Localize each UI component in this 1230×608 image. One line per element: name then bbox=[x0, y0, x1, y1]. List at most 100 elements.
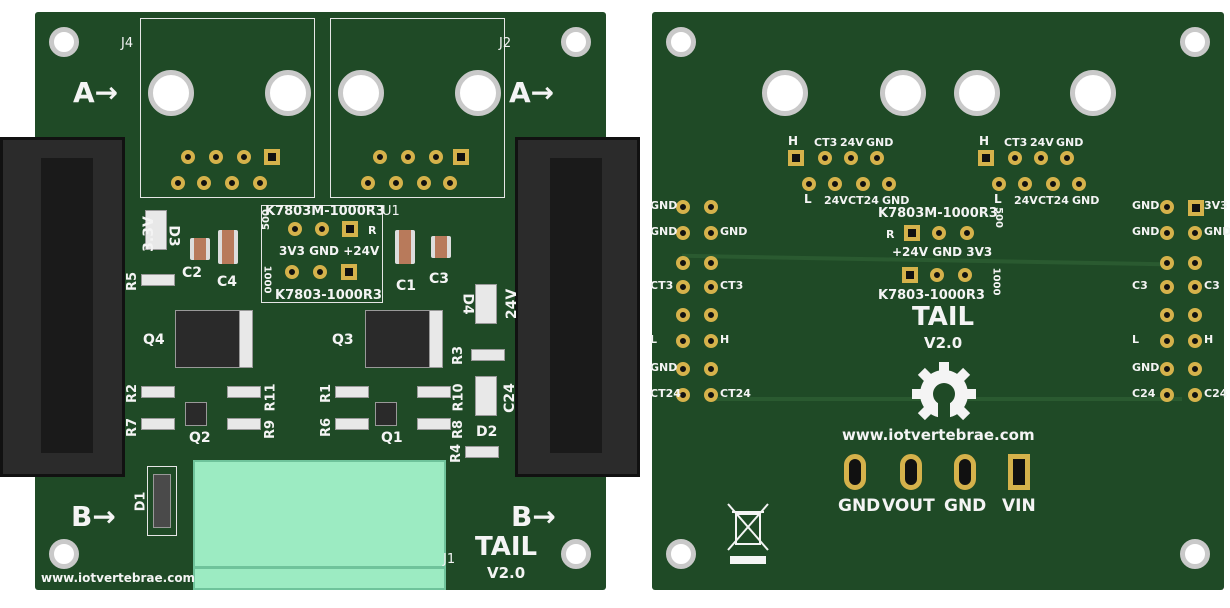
capacitor-c1 bbox=[395, 230, 415, 264]
pad-gnd-1 bbox=[844, 454, 866, 490]
regulator-k7803-label: K7803-1000R3 bbox=[275, 288, 382, 303]
back-regulator-r-label: R bbox=[886, 228, 895, 241]
resistor-r2 bbox=[141, 386, 175, 398]
pad bbox=[373, 150, 387, 164]
pad bbox=[856, 177, 870, 191]
r2-label: R2 bbox=[125, 383, 141, 404]
j1-label: J1 bbox=[443, 552, 456, 567]
header-pin-label: CT24 bbox=[650, 387, 681, 400]
resistor-r5 bbox=[141, 274, 175, 286]
back-board-title: TAIL bbox=[912, 302, 975, 332]
q3-label: Q3 bbox=[332, 332, 354, 348]
connector-hole bbox=[265, 70, 311, 116]
led-c24 bbox=[475, 376, 497, 416]
resistor-r9 bbox=[227, 418, 261, 430]
header-pin-pad bbox=[1188, 280, 1202, 294]
header-pin-pad bbox=[704, 256, 718, 270]
pad bbox=[930, 268, 944, 282]
pad bbox=[1046, 177, 1060, 191]
resistor-r3 bbox=[471, 349, 505, 361]
pad-label-gnd-2: GND bbox=[944, 496, 987, 516]
header-pin-pad bbox=[704, 388, 718, 402]
arrow-a-left: A→ bbox=[73, 76, 119, 109]
header-pin-label: CT3 bbox=[720, 279, 744, 292]
mounting-hole bbox=[1180, 27, 1210, 57]
pad bbox=[1060, 151, 1074, 165]
d3-label: D3 bbox=[165, 225, 182, 247]
capacitor-c3 bbox=[431, 236, 451, 258]
header-pin-pad bbox=[676, 256, 690, 270]
header-pin-label: GND bbox=[1204, 225, 1230, 238]
c2-label: C2 bbox=[182, 265, 203, 281]
bottom-right-label-gnd: GND bbox=[1072, 194, 1100, 207]
pad bbox=[237, 150, 251, 164]
regulator-k7803m-label: K7803M-1000R3 bbox=[265, 204, 385, 219]
mounting-hole bbox=[666, 539, 696, 569]
header-pin-pad bbox=[1188, 334, 1202, 348]
header-pin-pad bbox=[704, 308, 718, 322]
pad bbox=[844, 151, 858, 165]
pad bbox=[978, 150, 994, 166]
open-hardware-logo-icon bbox=[910, 360, 978, 428]
q2-label: Q2 bbox=[189, 430, 211, 446]
website-label: www.iotvertebrae.com bbox=[41, 571, 196, 585]
header-pin-pad bbox=[1160, 308, 1174, 322]
pad bbox=[264, 149, 280, 165]
pad bbox=[253, 176, 267, 190]
pad bbox=[1072, 177, 1086, 191]
bottom-right-label-l: L bbox=[994, 192, 1002, 206]
header-slot bbox=[550, 158, 602, 453]
header-pin-label: GND bbox=[1132, 361, 1160, 374]
v1000-label: 1000 bbox=[261, 265, 273, 294]
header-slot bbox=[41, 158, 93, 453]
connector-hole bbox=[762, 70, 808, 116]
mounting-hole bbox=[666, 27, 696, 57]
d1-label: D1 bbox=[133, 491, 149, 512]
c3-label: C3 bbox=[429, 271, 450, 287]
top-right-label-24v: 24V bbox=[1030, 136, 1054, 149]
pad-label-vout: VOUT bbox=[882, 496, 935, 516]
led-d4 bbox=[475, 284, 497, 324]
j4-label: J4 bbox=[121, 36, 134, 51]
top-left-label-24v: 24V bbox=[840, 136, 864, 149]
resistor-r11 bbox=[227, 386, 261, 398]
c24-label: C24 bbox=[501, 383, 518, 413]
resistor-r8 bbox=[417, 418, 451, 430]
transistor-q1 bbox=[375, 402, 397, 426]
pad bbox=[209, 150, 223, 164]
pad bbox=[453, 149, 469, 165]
header-pin-label: CT24 bbox=[720, 387, 751, 400]
top-left-label-h: H bbox=[788, 134, 799, 148]
u1-label: U1 bbox=[382, 204, 400, 219]
j4-outline bbox=[140, 18, 315, 198]
led-d3 bbox=[145, 210, 167, 250]
header-pin-label: C3 bbox=[1132, 279, 1148, 292]
header-pin-pad bbox=[676, 388, 690, 402]
pad bbox=[417, 176, 431, 190]
pad-vout bbox=[900, 454, 922, 490]
left-box-header bbox=[0, 137, 125, 477]
back-regulator-pins-label: +24V GND 3V3 bbox=[892, 245, 993, 259]
weee-bin-icon bbox=[726, 500, 770, 570]
mounting-hole bbox=[561, 539, 591, 569]
back-v500-label: 500 bbox=[992, 207, 1004, 228]
header-pin-pad bbox=[704, 280, 718, 294]
back-v1000-label: 1000 bbox=[990, 267, 1002, 296]
v33-label: 3.3V bbox=[140, 216, 157, 252]
c1-label: C1 bbox=[396, 278, 417, 294]
mounting-hole bbox=[1180, 539, 1210, 569]
resistor-r10 bbox=[417, 386, 451, 398]
top-left-label-ct3: CT3 bbox=[814, 136, 838, 149]
header-pin-label: GND bbox=[650, 361, 678, 374]
r9-label: R9 bbox=[263, 419, 279, 440]
header-pin-label: GND bbox=[1132, 225, 1160, 238]
d4-label: D4 bbox=[459, 293, 476, 315]
terminal-edge bbox=[195, 566, 444, 569]
connector-hole bbox=[1070, 70, 1116, 116]
header-pin-pad bbox=[704, 226, 718, 240]
header-pin-pad bbox=[676, 308, 690, 322]
connector-hole bbox=[880, 70, 926, 116]
back-regulator-k7803-label: K7803-1000R3 bbox=[878, 288, 985, 303]
header-pin-pad bbox=[1160, 362, 1174, 376]
mosfet-q4 bbox=[175, 310, 245, 368]
